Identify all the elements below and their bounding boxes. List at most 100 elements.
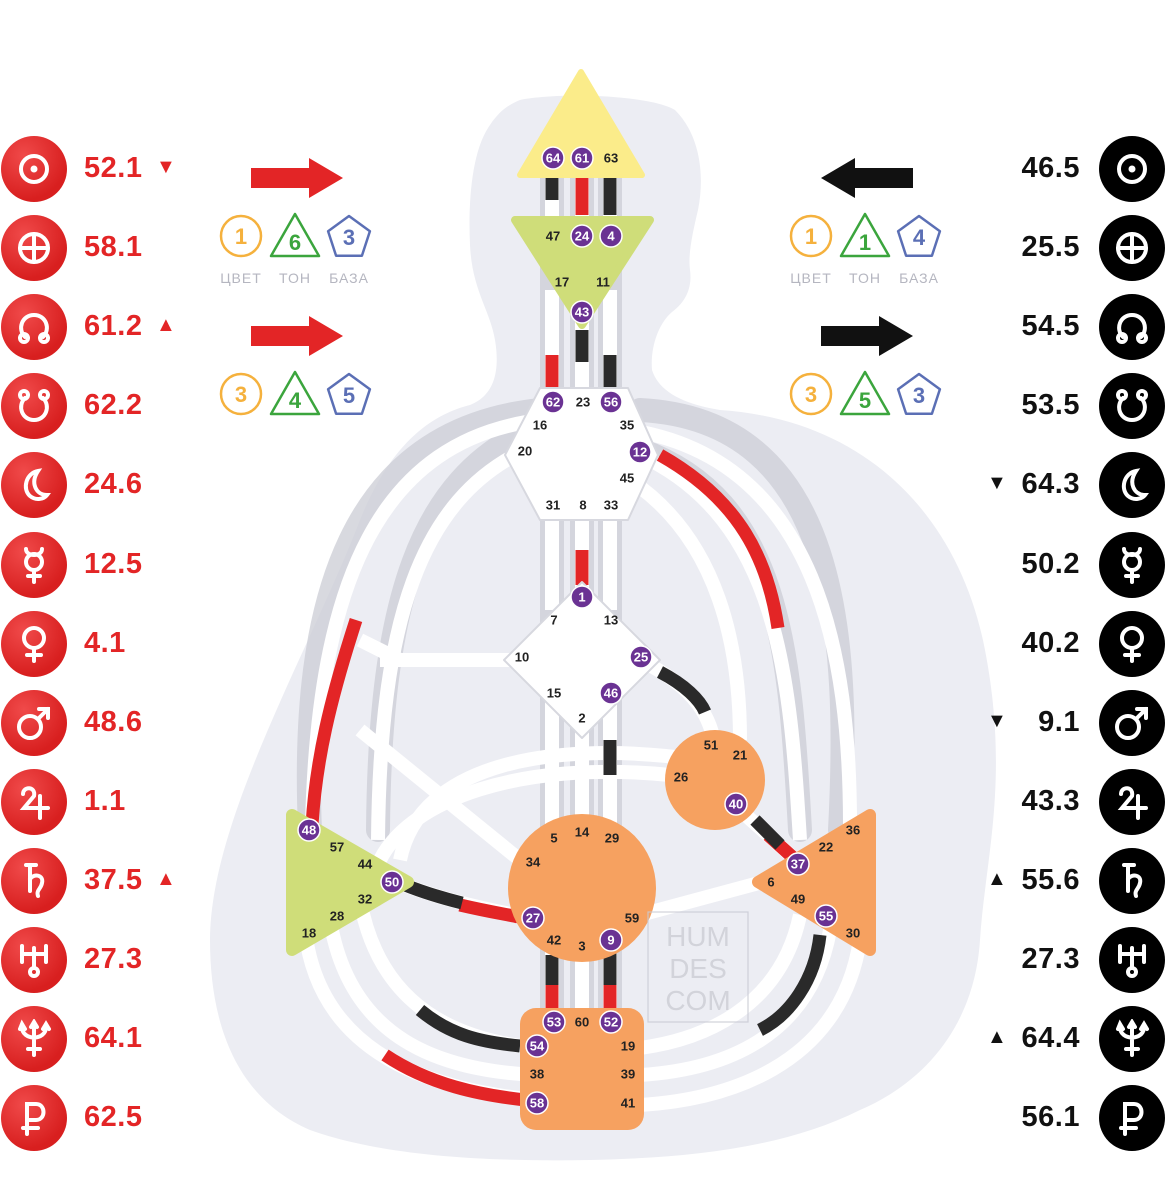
- gate-51[interactable]: 51: [704, 738, 718, 753]
- gate-3[interactable]: 3: [578, 939, 585, 954]
- gate-45[interactable]: 45: [620, 471, 634, 486]
- gate-21[interactable]: 21: [733, 748, 747, 763]
- planet-gate-value: 58.1: [84, 231, 143, 264]
- gate-55[interactable]: 55: [819, 909, 833, 924]
- gate-38[interactable]: 38: [530, 1067, 544, 1082]
- throat-center: [504, 387, 659, 521]
- gate-56[interactable]: 56: [604, 395, 618, 410]
- gate-48[interactable]: 48: [302, 823, 316, 838]
- gate-16[interactable]: 16: [533, 418, 547, 433]
- gate-33[interactable]: 33: [604, 498, 618, 513]
- gate-12[interactable]: 12: [633, 445, 647, 460]
- gate-46-marker: [599, 681, 623, 705]
- gate-5[interactable]: 5: [550, 831, 557, 846]
- gate-43[interactable]: 43: [575, 305, 589, 320]
- gate-42[interactable]: 42: [547, 933, 561, 948]
- gate-31[interactable]: 31: [546, 498, 560, 513]
- gate-60[interactable]: 60: [575, 1015, 589, 1030]
- gate-36[interactable]: 36: [846, 823, 860, 838]
- gate-26[interactable]: 26: [674, 770, 688, 785]
- gate-8[interactable]: 8: [579, 498, 586, 513]
- planet-earth-icon: [1, 215, 67, 282]
- channel-16-48: [305, 413, 541, 826]
- channel-34-20-loop: [393, 746, 701, 862]
- exalted-triangle-icon: ▲: [156, 867, 176, 890]
- gate-9[interactable]: 9: [607, 933, 614, 948]
- gate-59[interactable]: 59: [625, 911, 639, 926]
- gate-40[interactable]: 40: [729, 797, 743, 812]
- gate-58[interactable]: 58: [530, 1096, 544, 1111]
- north-node-icon: [1116, 313, 1148, 345]
- gate-30[interactable]: 30: [846, 926, 860, 941]
- gate-4[interactable]: 4: [607, 229, 615, 244]
- gate-64-marker: [541, 146, 565, 170]
- planet-gate-value: 55.6: [1021, 863, 1080, 896]
- variable-label: БАЗА: [329, 270, 369, 286]
- gate-2[interactable]: 2: [578, 711, 585, 726]
- planet-gate-value: 64.1: [84, 1022, 143, 1055]
- gate-7[interactable]: 7: [550, 613, 557, 628]
- color-circle-icon: [789, 214, 833, 258]
- gate-6[interactable]: 6: [767, 875, 774, 890]
- base-value: 3: [343, 225, 355, 250]
- gate-44[interactable]: 44: [358, 857, 373, 872]
- gate-22[interactable]: 22: [819, 840, 833, 855]
- color-circle-icon: [219, 372, 263, 416]
- gate-47[interactable]: 47: [546, 229, 560, 244]
- south-node-icon: [1116, 389, 1148, 423]
- gate-64[interactable]: 64: [546, 151, 561, 166]
- gate-53[interactable]: 53: [547, 1015, 561, 1030]
- gate-20[interactable]: 20: [518, 444, 532, 459]
- gate-37[interactable]: 37: [791, 857, 805, 872]
- saturn-icon: [24, 862, 45, 898]
- gate-27[interactable]: 27: [526, 911, 540, 926]
- planet-moon-icon: [1099, 452, 1165, 519]
- channel-28-38: [323, 918, 536, 1082]
- gate-11[interactable]: 11: [596, 275, 610, 290]
- color-circle-icon: [219, 214, 263, 258]
- planet-mercury-icon: [1, 531, 67, 598]
- gate-32[interactable]: 32: [358, 892, 372, 907]
- gate-1[interactable]: 1: [578, 590, 585, 605]
- gate-28[interactable]: 28: [330, 909, 344, 924]
- gate-39[interactable]: 39: [621, 1067, 635, 1082]
- gate-49[interactable]: 49: [791, 892, 805, 907]
- planet-earth-icon: [1099, 215, 1165, 282]
- base-value: 5: [343, 383, 355, 408]
- planet-pluto-icon: [1099, 1085, 1165, 1152]
- gate-1-marker: [570, 585, 594, 609]
- solar-plexus-center: [752, 809, 876, 956]
- planet-venus-icon: [1099, 610, 1165, 677]
- gate-10[interactable]: 10: [515, 650, 529, 665]
- gate-50[interactable]: 50: [385, 875, 399, 890]
- gate-46[interactable]: 46: [604, 686, 618, 701]
- gate-35[interactable]: 35: [620, 418, 634, 433]
- gate-17[interactable]: 17: [555, 275, 569, 290]
- gate-52[interactable]: 52: [604, 1015, 618, 1030]
- gate-19[interactable]: 19: [621, 1039, 635, 1054]
- gate-24[interactable]: 24: [575, 229, 590, 244]
- gate-62[interactable]: 62: [546, 395, 560, 410]
- arrow-left-icon: [821, 158, 913, 198]
- tone-triangle-icon: [839, 370, 891, 416]
- planet-jupiter-icon: [1, 768, 67, 835]
- gate-15[interactable]: 15: [547, 686, 561, 701]
- gate-25[interactable]: 25: [634, 650, 648, 665]
- gate-23[interactable]: 23: [576, 395, 590, 410]
- gate-34[interactable]: 34: [526, 855, 541, 870]
- active-red-12: [656, 449, 785, 629]
- gate-54[interactable]: 54: [530, 1039, 545, 1054]
- gate-57[interactable]: 57: [330, 840, 344, 855]
- gate-18[interactable]: 18: [302, 926, 316, 941]
- planet-uranus-icon: [1, 927, 67, 993]
- gate-63[interactable]: 63: [604, 151, 618, 166]
- gate-13[interactable]: 13: [604, 613, 618, 628]
- gate-61[interactable]: 61: [575, 151, 589, 166]
- gate-48-marker: [297, 818, 321, 842]
- gate-14[interactable]: 14: [575, 825, 590, 840]
- active-black-54: [415, 1004, 521, 1053]
- active-red-58: [381, 1049, 526, 1107]
- gate-29[interactable]: 29: [605, 831, 619, 846]
- tone-triangle-icon: [269, 370, 321, 416]
- gate-41[interactable]: 41: [621, 1096, 635, 1111]
